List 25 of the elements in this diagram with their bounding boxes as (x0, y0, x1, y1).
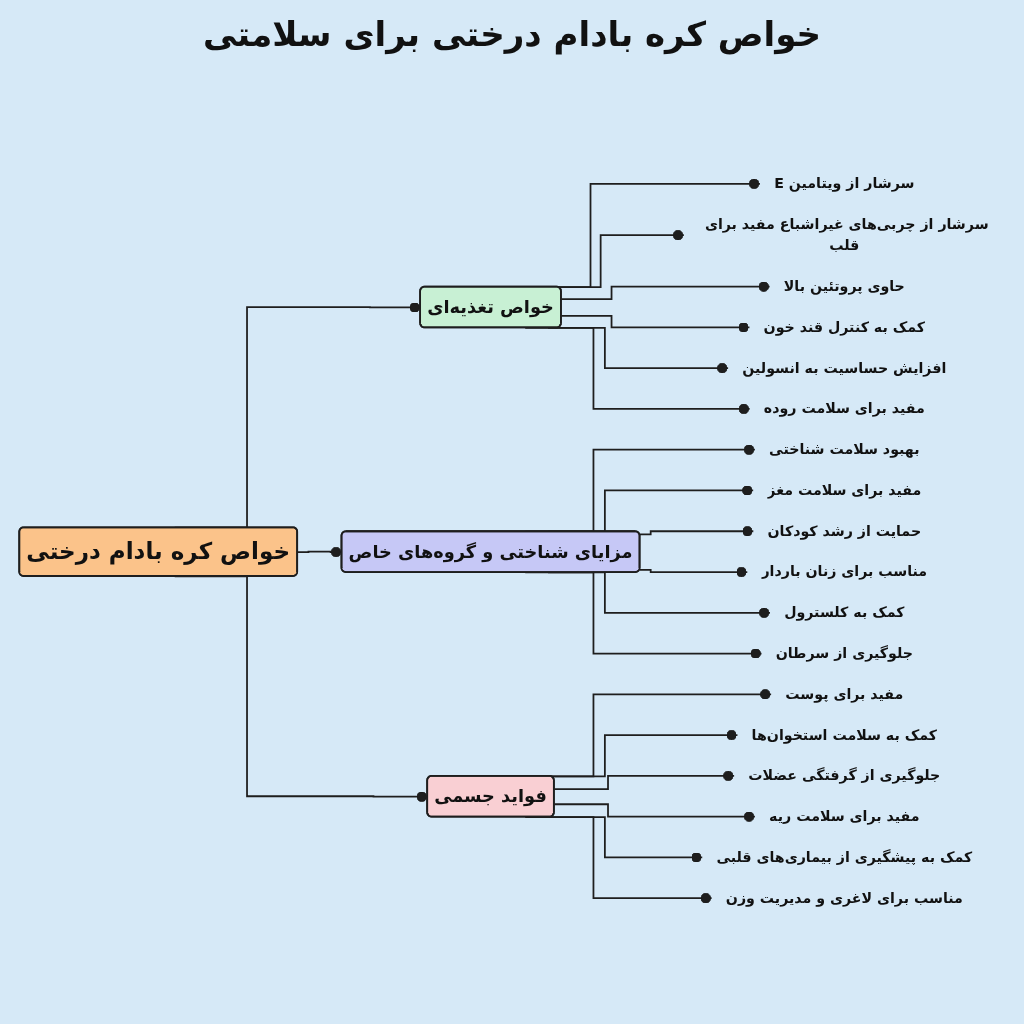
connector (560, 281, 771, 300)
node-text: کمک به کنترل قند خون (763, 318, 925, 336)
connector (638, 566, 749, 578)
node-text: کمک به پیشگیری از بیماری‌های قلبی (716, 848, 973, 866)
node-text: بهبود سلامت شناختی (769, 440, 920, 458)
node-text: سرشار از چربی‌های غیراشباع مفید برای قلب (704, 215, 989, 254)
node-text: کمک به سلامت استخوان‌ها (751, 726, 937, 744)
node-text: مفید برای پوست (785, 685, 904, 703)
node-text: سرشار از ویتامین E (774, 174, 915, 192)
node-text: افزایش حساسیت به انسولین (742, 359, 947, 377)
connector (553, 803, 756, 822)
node-text: حاوی پروتئین بالا (783, 277, 905, 295)
node-text: کمک به کلسترول (784, 603, 905, 621)
node-text: جلوگیری از سرطان (775, 644, 913, 662)
node-text: مفید برای سلامت روده (763, 400, 925, 417)
node-text: جلوگیری از گرفتگی عضلات (748, 767, 941, 784)
node-text: حمایت از رشد کودکان (767, 522, 922, 540)
connector (638, 525, 755, 537)
connector (553, 770, 735, 791)
node-text: مناسب برای زنان باردار (761, 563, 928, 580)
node-text: مناسب برای لاغری و مدیریت وزن (725, 889, 963, 907)
diagram-title: خواص کره بادام درختی برای سلامتی (202, 14, 822, 54)
node-text: مفید برای سلامت مغز (767, 481, 922, 499)
node-text: مفید برای سلامت ریه (769, 807, 920, 825)
connector (560, 314, 751, 333)
